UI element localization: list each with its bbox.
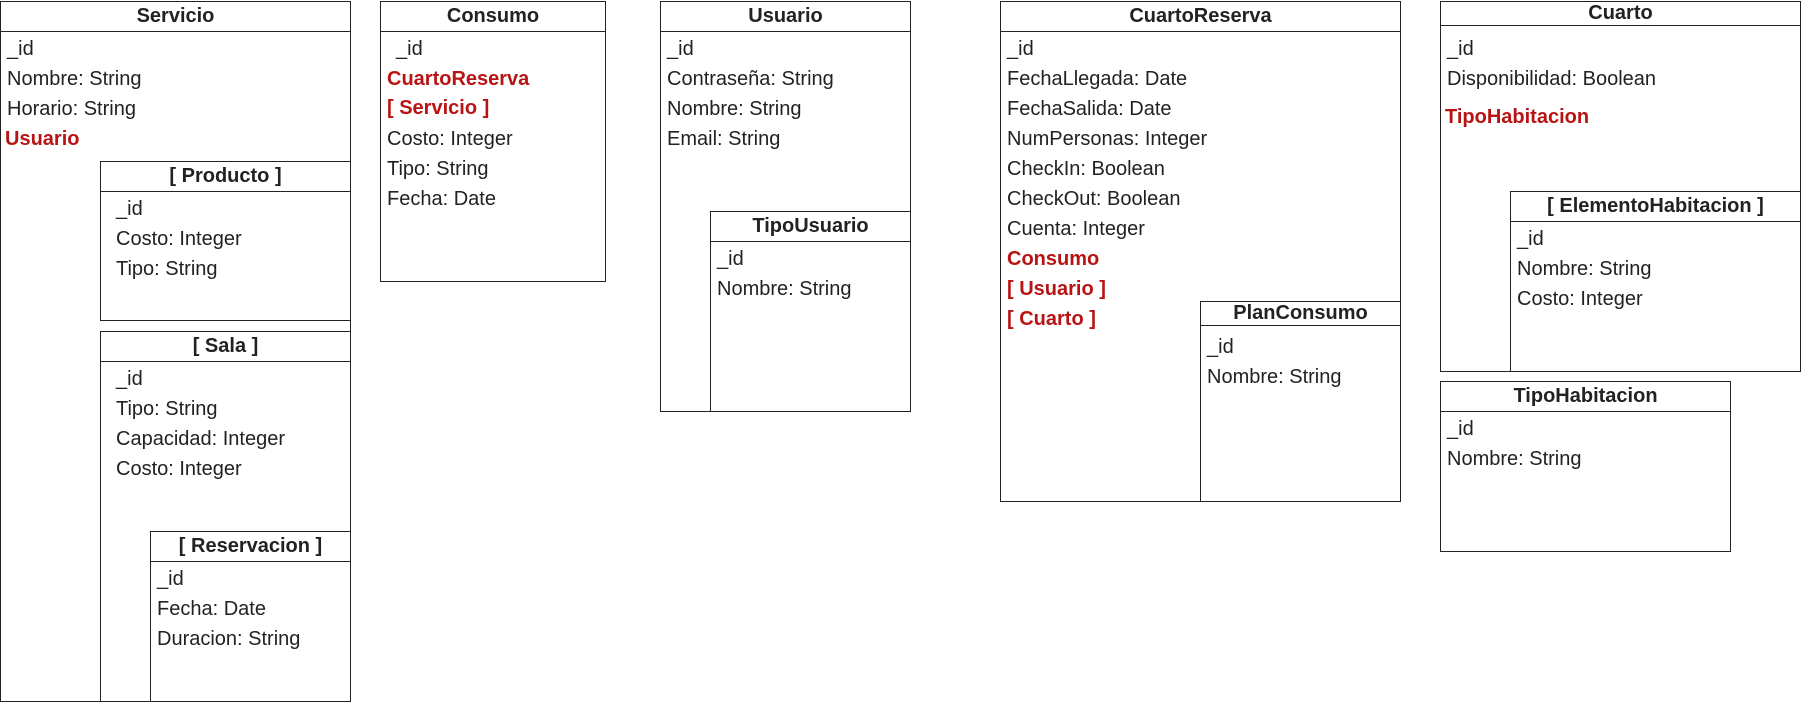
entity-cuartoreserva-ref: Consumo xyxy=(1007,248,1100,270)
entity-consumo-field: _id xyxy=(396,38,423,60)
entity-consumo-field: Tipo: String xyxy=(387,158,489,180)
entity-producto-field: _id xyxy=(116,198,143,220)
entity-consumo-ref: CuartoReserva xyxy=(387,68,530,90)
entity-planconsumo: PlanConsumo _id Nombre: String xyxy=(1200,301,1401,502)
entity-producto-title: [ Producto ] xyxy=(101,162,350,192)
entity-producto-field: Tipo: String xyxy=(116,258,218,280)
entity-consumo-field: Fecha: Date xyxy=(387,188,496,210)
entity-consumo-field: Costo: Integer xyxy=(387,128,513,150)
entity-servicio-ref: Usuario xyxy=(5,128,80,150)
entity-sala-field: Capacidad: Integer xyxy=(116,428,286,450)
entity-producto-field: Costo: Integer xyxy=(116,228,242,250)
entity-tipohabitacion: TipoHabitacion _id Nombre: String xyxy=(1440,381,1731,552)
entity-consumo: Consumo _id CuartoReserva [ Servicio ] C… xyxy=(380,1,606,282)
entity-cuartoreserva-field: FechaLlegada: Date xyxy=(1007,68,1188,90)
entity-servicio-field: _id xyxy=(7,38,34,60)
entity-tipousuario-title: TipoUsuario xyxy=(711,212,910,242)
entity-tipousuario: TipoUsuario _id Nombre: String xyxy=(710,211,911,412)
entity-reservacion-field: Fecha: Date xyxy=(157,598,266,620)
entity-consumo-ref: [ Servicio ] xyxy=(387,97,490,119)
entity-servicio-field: Horario: String xyxy=(7,98,136,120)
entity-reservacion-field: _id xyxy=(157,568,184,590)
entity-cuartoreserva-field: FechaSalida: Date xyxy=(1007,98,1172,120)
entity-planconsumo-field: _id xyxy=(1207,336,1234,358)
entity-cuarto-ref: TipoHabitacion xyxy=(1445,106,1590,128)
entity-cuarto-field: Disponibilidad: Boolean xyxy=(1447,68,1657,90)
entity-cuarto-title: Cuarto xyxy=(1441,2,1800,26)
entity-producto: [ Producto ] _id Costo: Integer Tipo: St… xyxy=(100,161,351,321)
entity-usuario-title: Usuario xyxy=(661,2,910,32)
entity-usuario-field: Email: String xyxy=(667,128,781,150)
entity-servicio-field: Nombre: String xyxy=(7,68,142,90)
entity-usuario-field: Nombre: String xyxy=(667,98,802,120)
entity-tipohabitacion-field: _id xyxy=(1447,418,1474,440)
entity-usuario-field: _id xyxy=(667,38,694,60)
entity-cuartoreserva-field: _id xyxy=(1007,38,1034,60)
entity-elementohabitacion: [ ElementoHabitacion ] _id Nombre: Strin… xyxy=(1510,191,1801,372)
entity-elementohabitacion-title: [ ElementoHabitacion ] xyxy=(1511,192,1800,222)
entity-elementohabitacion-field: Nombre: String xyxy=(1517,258,1652,280)
entity-cuartoreserva-field: Cuenta: Integer xyxy=(1007,218,1145,240)
entity-reservacion-title: [ Reservacion ] xyxy=(151,532,350,562)
entity-reservacion: [ Reservacion ] _id Fecha: Date Duracion… xyxy=(150,531,351,702)
entity-reservacion-field: Duracion: String xyxy=(157,628,301,650)
entity-sala-field: _id xyxy=(116,368,143,390)
entity-cuartoreserva-title: CuartoReserva xyxy=(1001,2,1400,32)
entity-elementohabitacion-field: Costo: Integer xyxy=(1517,288,1643,310)
entity-tipousuario-field: Nombre: String xyxy=(717,278,852,300)
entity-tipousuario-field: _id xyxy=(717,248,744,270)
entity-cuartoreserva-field: NumPersonas: Integer xyxy=(1007,128,1208,150)
entity-planconsumo-title: PlanConsumo xyxy=(1201,302,1400,326)
entity-sala-field: Tipo: String xyxy=(116,398,218,420)
entity-cuartoreserva-field: CheckOut: Boolean xyxy=(1007,188,1181,210)
entity-cuartoreserva-ref: [ Cuarto ] xyxy=(1007,308,1096,330)
entity-consumo-title: Consumo xyxy=(381,2,605,32)
entity-sala-field: Costo: Integer xyxy=(116,458,242,480)
entity-tipohabitacion-title: TipoHabitacion xyxy=(1441,382,1730,412)
entity-cuartoreserva-ref: [ Usuario ] xyxy=(1007,278,1106,300)
entity-usuario-field: Contraseña: String xyxy=(667,68,834,90)
entity-elementohabitacion-field: _id xyxy=(1517,228,1544,250)
entity-cuartoreserva-field: CheckIn: Boolean xyxy=(1007,158,1165,180)
entity-cuarto-field: _id xyxy=(1447,38,1474,60)
entity-servicio-title: Servicio xyxy=(1,2,350,32)
entity-planconsumo-field: Nombre: String xyxy=(1207,366,1342,388)
entity-tipohabitacion-field: Nombre: String xyxy=(1447,448,1582,470)
entity-sala-title: [ Sala ] xyxy=(101,332,350,362)
